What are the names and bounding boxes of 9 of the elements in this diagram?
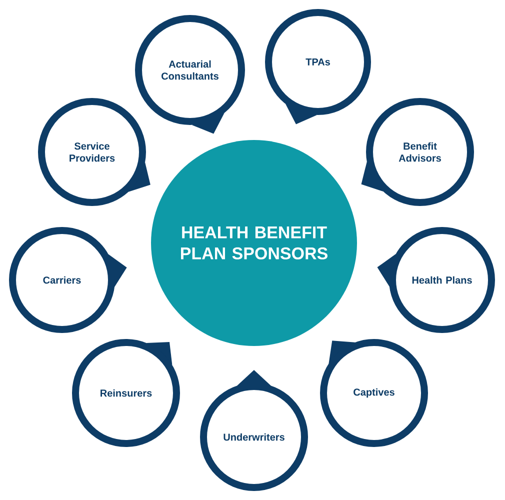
speech-bubble: Actuarial Consultants <box>135 14 245 134</box>
speech-bubble: Service Providers <box>38 98 150 206</box>
speech-bubble: Health Plans <box>377 227 495 333</box>
speech-bubble: TPAs <box>265 9 371 124</box>
speech-bubble: Benefit Advisors <box>361 98 474 206</box>
speech-bubble: Underwriters <box>200 370 308 491</box>
speech-bubble: Carriers <box>9 227 127 333</box>
speech-bubble: Reinsurers <box>72 339 180 447</box>
speech-bubble: Captives <box>320 339 428 447</box>
